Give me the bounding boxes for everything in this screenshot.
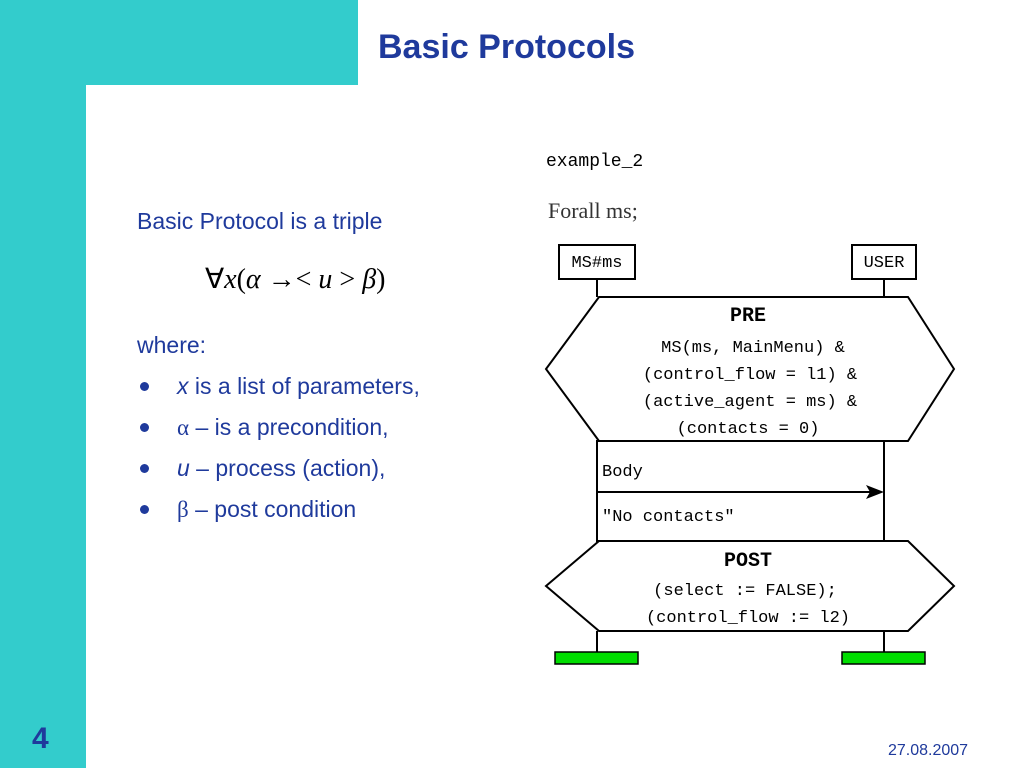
intro-text: Basic Protocol is a triple — [137, 208, 383, 234]
forall-symbol: ∀ — [205, 264, 225, 295]
bullet-icon — [140, 464, 149, 473]
pre-line: MS(ms, MainMenu) & — [661, 339, 845, 358]
left-accent-bar — [0, 0, 86, 768]
slide-title: Basic Protocols — [378, 28, 635, 66]
formula-beta: β — [362, 264, 377, 295]
post-line: (control_flow := l2) — [646, 609, 850, 628]
list-item: β – post condition — [137, 493, 420, 534]
formula-arrow: → — [267, 264, 296, 295]
page-number: 4 — [32, 722, 49, 755]
formula-x: x — [224, 264, 237, 295]
pre-title: PRE — [730, 305, 766, 328]
end-marker-ms — [554, 651, 639, 665]
definition-list: x is a list of parameters, α – is a prec… — [137, 370, 420, 534]
bullet-icon — [140, 382, 149, 391]
list-item: x is a list of parameters, — [137, 370, 420, 411]
diagram-forall: Forall ms; — [548, 198, 638, 223]
post-condition-hexagon — [544, 540, 956, 632]
pre-line: (active_agent = ms) & — [643, 393, 857, 412]
where-label: where: — [137, 332, 207, 358]
list-item: α – is a precondition, — [137, 411, 420, 452]
actor-label-user: USER — [864, 254, 905, 273]
pre-line: (control_flow = l1) & — [643, 366, 857, 385]
slide-date: 27.08.2007 — [888, 742, 969, 759]
body-label: Body — [602, 463, 643, 482]
formula: ∀x(α →< u > β) — [205, 264, 386, 295]
pre-line: (contacts = 0) — [677, 420, 820, 439]
protocol-diagram: MS#ms USER PRE MS(ms, MainMenu) & (contr… — [544, 244, 956, 665]
pre-condition-hexagon — [544, 296, 956, 442]
bullet-icon — [140, 423, 149, 432]
diagram-name: example_2 — [546, 152, 644, 172]
top-accent-bar — [0, 0, 358, 85]
arrow-head-icon — [866, 485, 884, 499]
formula-u: u — [318, 264, 333, 295]
post-title: POST — [724, 550, 772, 573]
list-item: u – process (action), — [137, 452, 420, 493]
content-corner — [86, 85, 166, 165]
post-line: (select := FALSE); — [653, 582, 837, 601]
bullet-icon — [140, 505, 149, 514]
actor-label-ms: MS#ms — [571, 254, 622, 273]
formula-alpha: α — [245, 264, 261, 295]
end-marker-user — [841, 651, 926, 665]
body-message: "No contacts" — [602, 508, 735, 527]
